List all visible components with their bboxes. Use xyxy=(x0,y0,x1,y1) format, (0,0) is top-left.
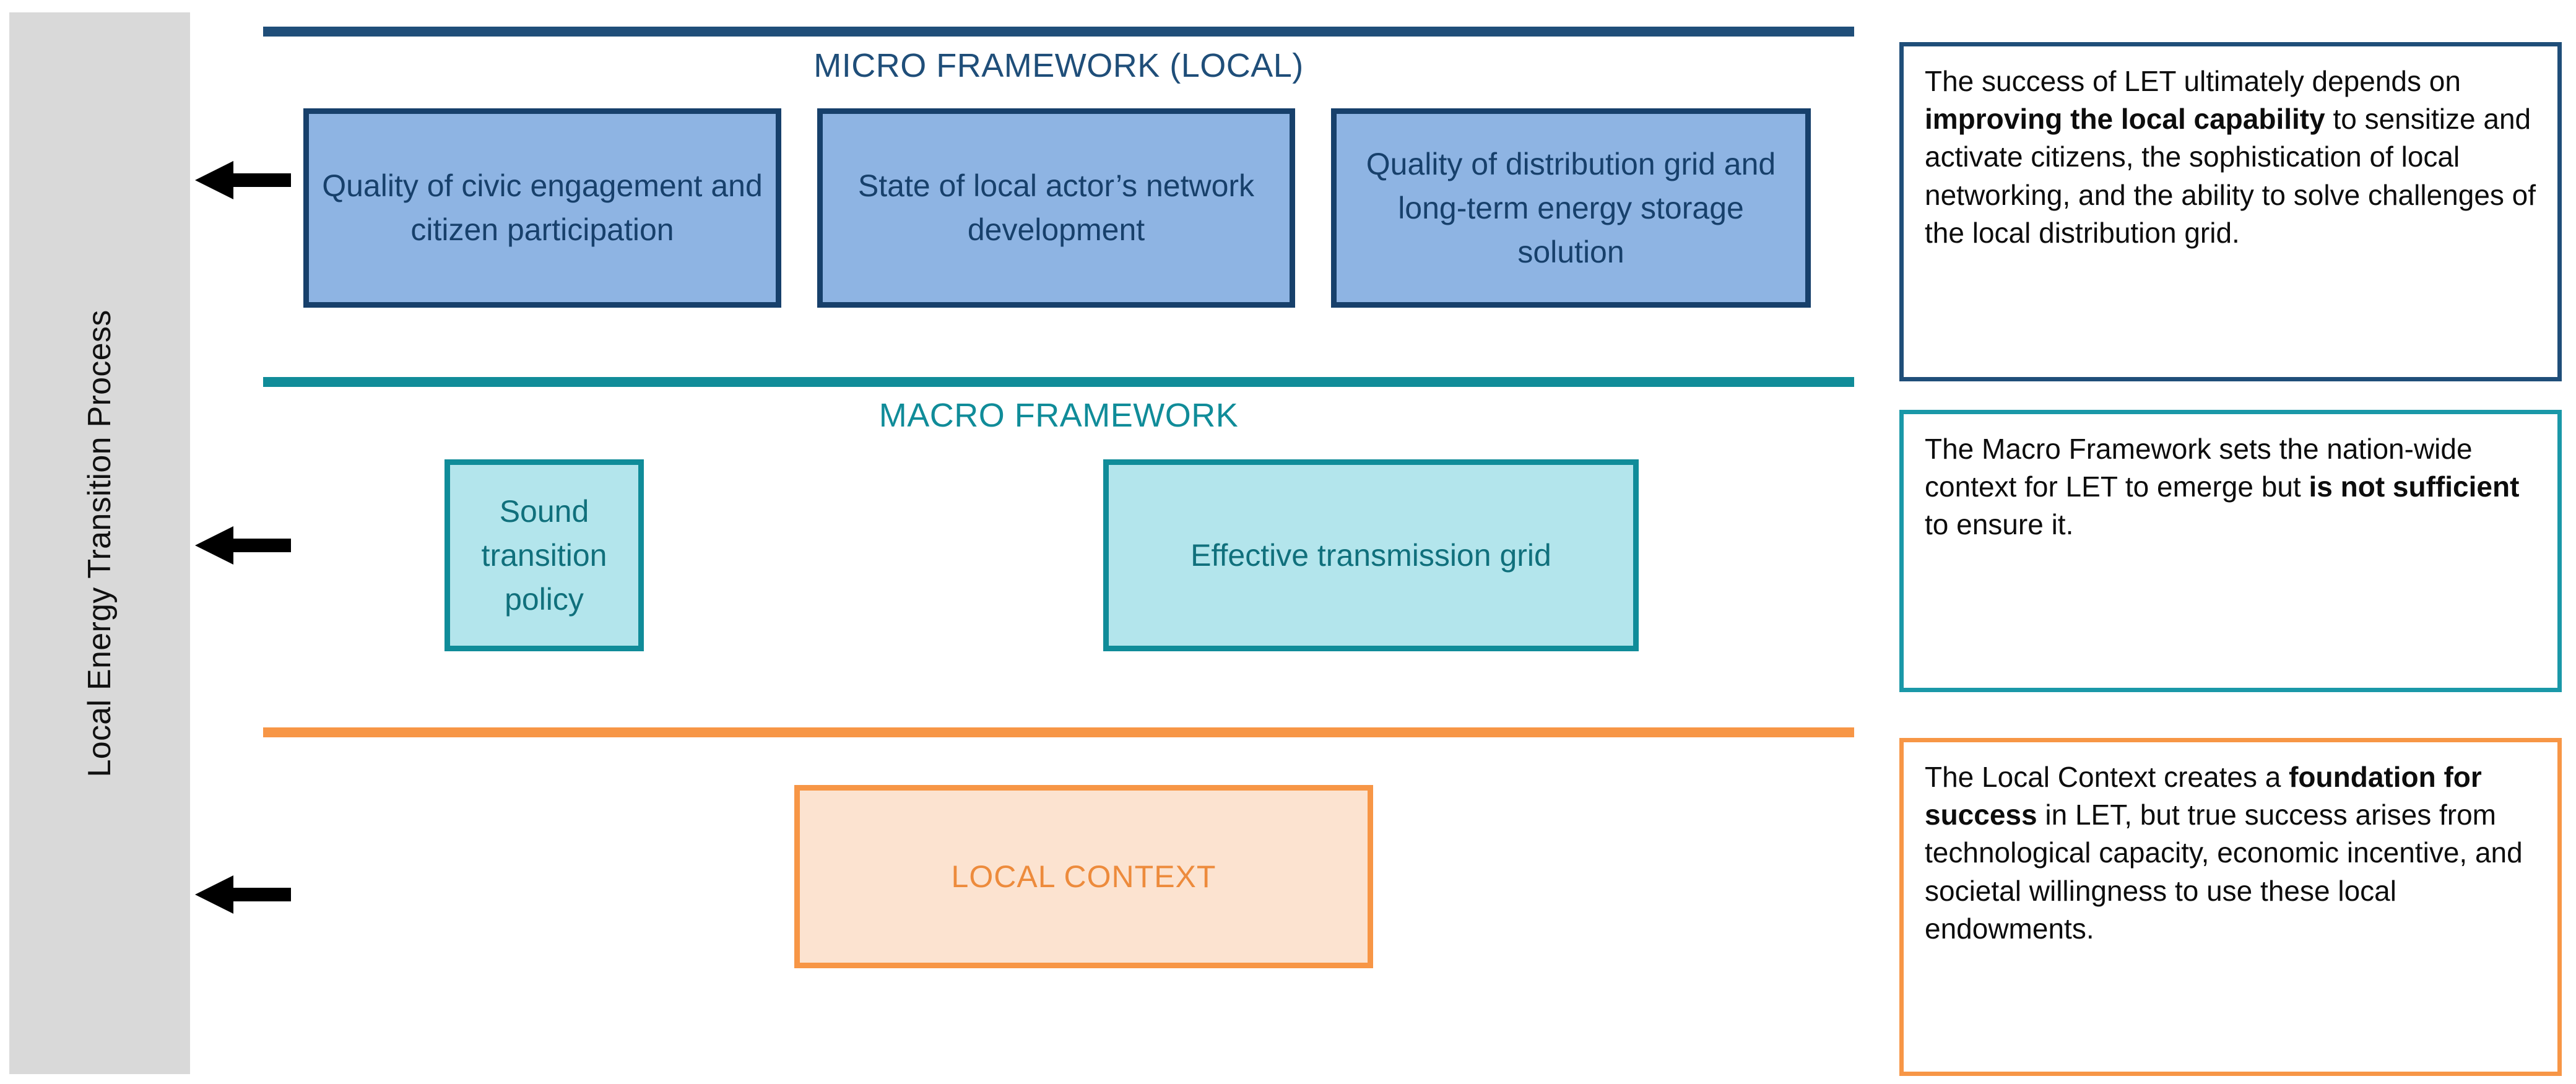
micro-box-distribution-grid[interactable]: Quality of distribution grid and long-te… xyxy=(1331,108,1811,308)
arrow-macro-icon xyxy=(195,525,291,566)
note-text-bold: improving the local capability xyxy=(1925,103,2325,136)
micro-box-label: State of local actor’s network developme… xyxy=(857,168,1255,247)
note-micro-framework: The success of LET ultimately depends on… xyxy=(1899,42,2562,381)
note-macro-framework: The Macro Framework sets the nation-wide… xyxy=(1899,410,2562,692)
note-text-after: to sensitize and activate citizens, the … xyxy=(1925,103,2536,249)
arrow-local-icon xyxy=(195,874,291,915)
macro-box-transition-policy[interactable]: Sound transition policy xyxy=(445,459,644,651)
macro-section-title: MACRO FRAMEWORK xyxy=(878,397,1239,434)
note-text-before: The Local Context creates a xyxy=(1925,761,2289,793)
note-text-bold: is not sufficient xyxy=(2309,470,2520,503)
macro-box-label: Sound transition policy xyxy=(481,493,607,617)
note-text-before: The Macro Framework sets the nation-wide… xyxy=(1925,433,2473,503)
note-text-after: in LET, but true success arises from tec… xyxy=(1925,799,2523,945)
note-text-bold: foundation for success xyxy=(1925,761,2482,831)
local-context-box[interactable]: LOCAL CONTEXT xyxy=(794,785,1373,968)
micro-box-actor-network[interactable]: State of local actor’s network developme… xyxy=(817,108,1295,308)
local-section-rule xyxy=(263,727,1854,737)
micro-box-label: Quality of civic engagement and citizen … xyxy=(322,168,763,247)
process-axis-panel: Local Energy Transition Process xyxy=(9,12,190,1074)
note-local-context: The Local Context creates a foundation f… xyxy=(1899,738,2562,1076)
micro-box-civic-engagement[interactable]: Quality of civic engagement and citizen … xyxy=(303,108,781,308)
process-axis-label: Local Energy Transition Process xyxy=(82,310,118,777)
micro-section-rule xyxy=(263,27,1854,37)
macro-box-label: Effective transmission grid xyxy=(1190,537,1551,573)
note-text-before: The success of LET ultimately depends on xyxy=(1925,65,2461,97)
arrow-micro-icon xyxy=(195,160,291,201)
macro-section-rule xyxy=(263,377,1854,387)
micro-section-title: MICRO FRAMEWORK (LOCAL) xyxy=(813,47,1304,84)
local-context-label: LOCAL CONTEXT xyxy=(951,859,1216,894)
note-text-after: to ensure it. xyxy=(1925,508,2074,541)
macro-box-transmission-grid[interactable]: Effective transmission grid xyxy=(1103,459,1639,651)
micro-box-label: Quality of distribution grid and long-te… xyxy=(1366,146,1776,269)
